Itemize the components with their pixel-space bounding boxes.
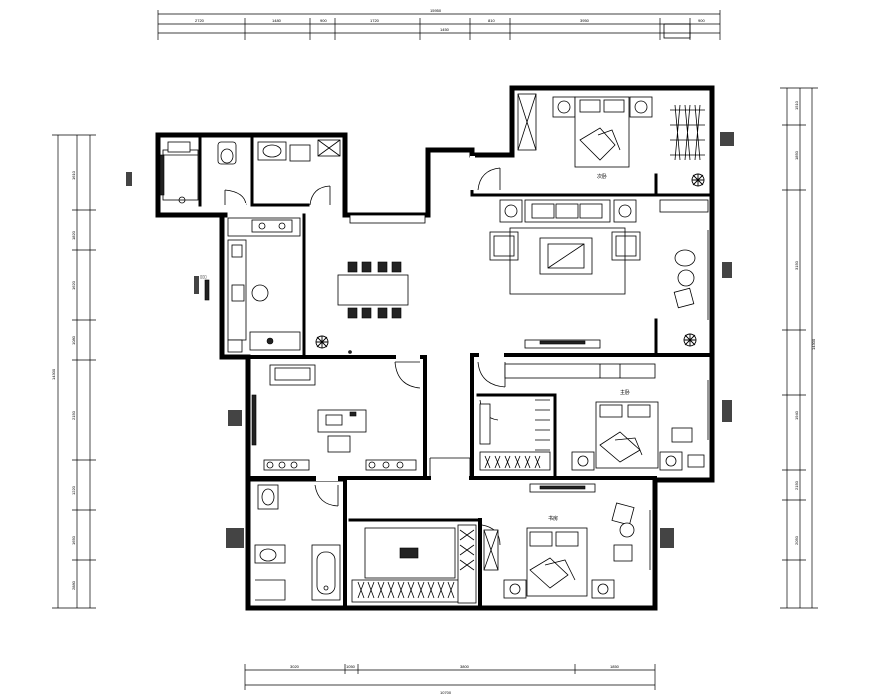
door-openings — [226, 156, 504, 481]
plant-icon — [691, 173, 705, 187]
top-dim-4: 900 — [320, 18, 327, 23]
bedroom-top-right: 次卧 — [517, 93, 705, 187]
room-label-master-bedroom: 主卧 — [620, 389, 630, 396]
closet-hangers — [670, 104, 705, 161]
right-dimension-chain: 1510 1850 3150 1940 2150 2050 14300 — [780, 87, 818, 609]
room-label-study: 书房 — [548, 515, 558, 522]
living-room — [489, 199, 713, 349]
top-dim-3: 1720 — [370, 18, 380, 23]
bottom-overall-dim: 10700 — [440, 690, 452, 695]
bottom-dim-1: 3020 — [290, 664, 300, 669]
dining-table — [337, 274, 409, 306]
lower-middle-room — [351, 524, 499, 604]
kitchen-fixtures: ▯▯▯ — [200, 217, 301, 353]
left-dim-6: 1220 — [71, 485, 76, 495]
top-dim-5: 1450 — [440, 27, 450, 32]
right-overall-dim: 14300 — [811, 338, 816, 350]
right-dim-1: 1510 — [794, 100, 799, 110]
left-dim-4: 1080 — [71, 335, 76, 345]
plant-icon — [683, 333, 697, 347]
bathtub — [311, 544, 341, 601]
bed — [595, 401, 659, 469]
top-dim-marker-box — [663, 23, 691, 39]
plant-icon — [315, 335, 329, 349]
top-dim-2: 1480 — [272, 18, 282, 23]
side-annotations — [126, 132, 734, 548]
top-dim-1: 2720 — [195, 18, 205, 23]
dining-area — [315, 214, 426, 354]
top-dim-7: 3950 — [580, 18, 590, 23]
left-dim-5: 2150 — [71, 410, 76, 420]
lower-bathroom — [254, 484, 341, 601]
room-label-second-bedroom: 次卧 — [597, 173, 607, 180]
left-dim-2: 1820 — [71, 230, 76, 240]
right-dim-4: 1940 — [794, 410, 799, 420]
bottom-dimension-chain: 3020 1050 3800 1850 10700 — [244, 664, 656, 695]
left-dim-7: 1650 — [71, 535, 76, 545]
right-dim-3: 3150 — [794, 260, 799, 270]
bottom-dim-3: 3800 — [460, 664, 470, 669]
study-room — [251, 364, 417, 471]
closet-hangers — [484, 399, 550, 469]
top-dim-6: 810 — [488, 18, 495, 23]
interior-walls — [198, 133, 714, 610]
master-bedroom: 主卧 — [479, 363, 713, 471]
top-overall-dim: 15950 — [430, 8, 442, 13]
bedroom-lower-right: 书房 — [503, 483, 656, 599]
kitchen-note: ▯▯▯ — [200, 274, 207, 279]
bottom-dim-4: 1850 — [610, 664, 620, 669]
left-overall-dim: 14300 — [51, 368, 56, 380]
top-dim-8: 900 — [698, 18, 705, 23]
left-dim-8: 2880 — [71, 580, 76, 590]
bottom-dim-2: 1050 — [346, 664, 356, 669]
right-dim-5: 2150 — [794, 480, 799, 490]
closet-hangers — [357, 581, 455, 599]
laundry-bath-fixtures — [159, 139, 341, 204]
left-dim-3: 1620 — [71, 280, 76, 290]
right-dim-2: 1850 — [794, 150, 799, 160]
top-dimension-chain: 15950 2720 1480 1720 900 1450 810 3950 9… — [157, 8, 721, 40]
left-dimension-chain: 14300 1610 1820 1620 1080 2150 1220 1650… — [51, 134, 96, 609]
left-dim-1: 1610 — [71, 170, 76, 180]
right-dim-6: 2050 — [794, 535, 799, 545]
bed — [574, 96, 630, 168]
